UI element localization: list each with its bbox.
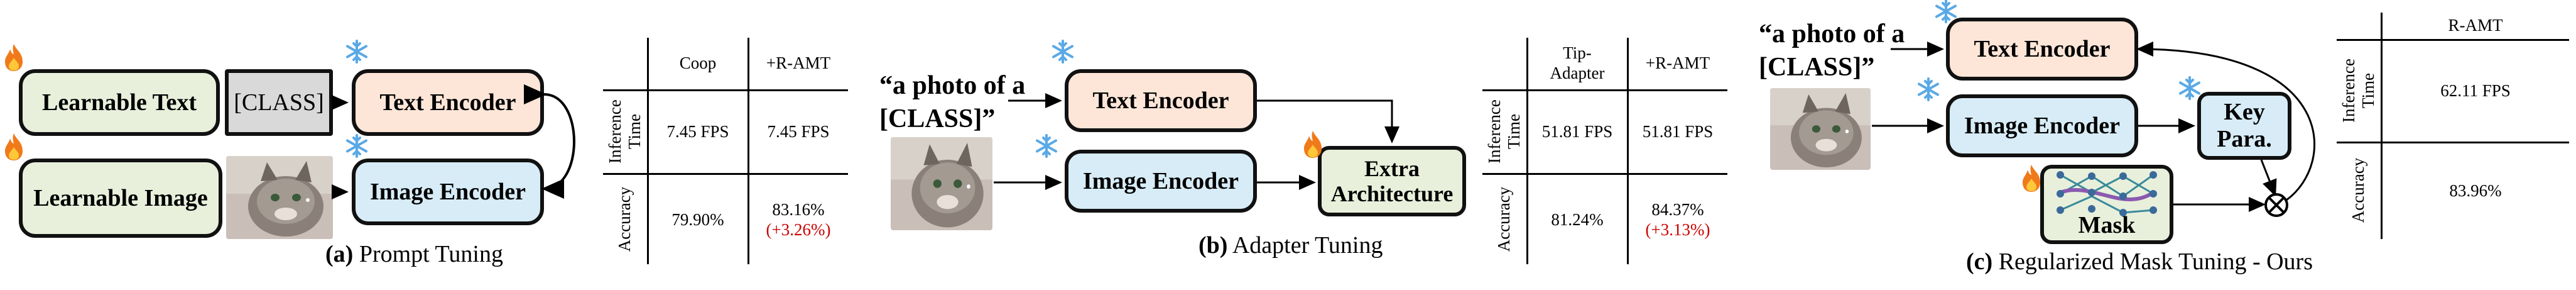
table-b-accuracy-ramt: 84.37% (+3.13%) — [1628, 175, 1727, 264]
snowflake-icon — [346, 40, 367, 64]
table-b-col-tipadapter: Tip- Adapter — [1550, 43, 1605, 82]
text-encoder-box-b: Text Encoder — [1065, 69, 1257, 132]
caption-c: (c) Regularized Mask Tuning - Ours — [1966, 248, 2313, 275]
snowflake-icon — [1935, 0, 1957, 23]
table-b-inference-ramt: 51.81 FPS — [1642, 121, 1714, 141]
table-a-col-ramt: +R-AMT — [766, 53, 831, 72]
snowflake-icon — [1052, 40, 1073, 64]
extra-architecture-box: Extra Architecture — [1318, 146, 1466, 216]
class-token-box: [CLASS] — [225, 69, 333, 136]
table-b-col-ramt: +R-AMT — [1645, 53, 1710, 72]
mask-network-graphic — [2057, 171, 2157, 216]
table-b-accuracy-value: 84.37% — [1651, 199, 1704, 219]
table-a-accuracy-ramt: 83.16% (+3.26%) — [749, 175, 848, 264]
flame-icon — [2023, 165, 2040, 192]
learnable-text-box: Learnable Text — [19, 69, 220, 136]
prompt-text-b: “a photo of a [CLASS]” — [879, 71, 1026, 133]
cat-photo — [226, 156, 333, 239]
table-b-accuracy-tip: 81.24% — [1551, 209, 1604, 229]
table-c-row-accuracy: Accuracy — [2349, 158, 2368, 223]
mask-label: Mask — [2078, 212, 2136, 239]
caption-a: (a) Prompt Tuning — [325, 241, 503, 267]
flame-icon — [1304, 131, 1322, 158]
flame-icon — [5, 133, 23, 160]
snowflake-icon — [1036, 134, 1057, 158]
image-encoder-box-b: Image Encoder — [1065, 150, 1257, 213]
table-a-col-coop: Coop — [679, 53, 717, 72]
prompt-text-c: “a photo of a [CLASS]” — [1759, 20, 1905, 82]
cat-photo — [891, 137, 992, 230]
table-a-inference-ramt: 7.45 FPS — [767, 121, 830, 141]
text-encoder-box-c: Text Encoder — [1946, 18, 2138, 81]
text-encoder-box-a: Text Encoder — [352, 69, 544, 136]
snowflake-icon — [2179, 76, 2200, 100]
caption-b: (b) Adapter Tuning — [1198, 232, 1383, 259]
flame-icon — [5, 44, 23, 71]
learnable-image-box: Learnable Image — [19, 159, 222, 238]
table-a: Coop +R-AMT Inference Time 7.45 FPS 7.45… — [603, 38, 854, 264]
key-params-box: Key Para. — [2197, 92, 2291, 160]
table-c: R-AMT Inference Time 62.11 FPS Accuracy … — [2337, 13, 2569, 239]
table-c-inference: 62.11 FPS — [2440, 81, 2511, 100]
cat-photo — [1770, 88, 1871, 170]
image-encoder-box-c: Image Encoder — [1946, 94, 2138, 157]
table-c-col-ramt: R-AMT — [2448, 15, 2503, 35]
table-b-inference-tip: 51.81 FPS — [1541, 121, 1613, 141]
table-a-accuracy-coop: 79.90% — [671, 209, 724, 229]
table-b-accuracy-gain: (+3.13%) — [1645, 220, 1710, 239]
multiply-icon — [2264, 193, 2288, 217]
snowflake-icon — [1918, 77, 1939, 101]
table-a-accuracy-gain: (+3.26%) — [766, 220, 831, 239]
table-b: Tip- Adapter +R-AMT Inference Time 51.81… — [1482, 38, 1734, 264]
snowflake-icon — [346, 134, 367, 158]
table-a-accuracy-value: 83.16% — [772, 199, 825, 219]
table-c-row-inference: Inference Time — [2339, 59, 2378, 123]
table-c-accuracy: 83.96% — [2449, 181, 2502, 200]
table-a-inference-coop: 7.45 FPS — [666, 121, 729, 141]
